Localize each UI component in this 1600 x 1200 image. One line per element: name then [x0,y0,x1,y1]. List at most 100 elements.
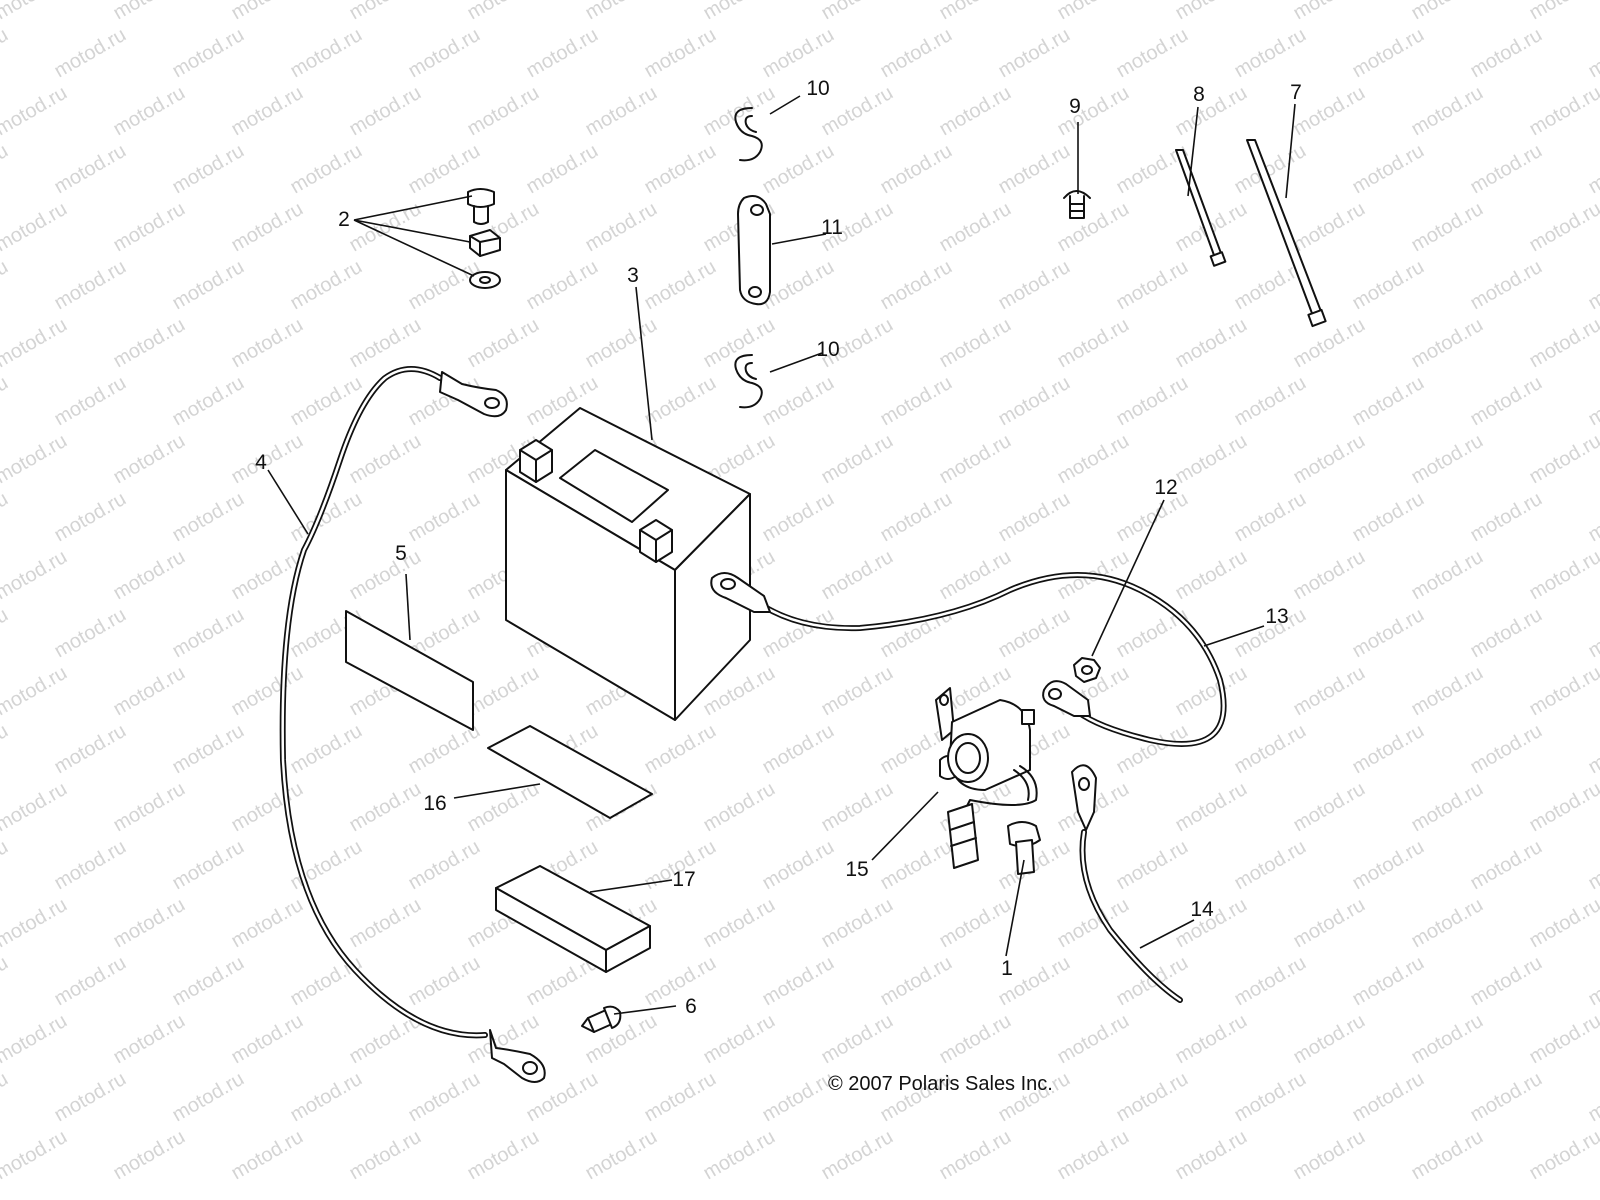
part-3-battery [505,407,751,721]
watermark-text: motod.ru [1290,662,1369,721]
watermark-text: motod.ru [641,1068,720,1127]
watermark-text: motod.ru [1290,430,1369,489]
watermark-text: motod.ru [818,0,897,24]
watermark-text: motod.ru [641,256,720,315]
watermark-text: motod.ru [1172,0,1251,24]
watermark-text: motod.ru [1467,372,1546,431]
watermark-text: motod.ru [0,372,12,431]
watermark-text: motod.ru [1113,140,1192,199]
watermark-text: motod.ru [464,662,543,721]
watermark-text: motod.ru [228,1010,307,1069]
watermark-text: motod.ru [818,894,897,953]
watermark-text: motod.ru [228,662,307,721]
watermark-text: motod.ru [228,198,307,257]
watermark-text: motod.ru [1467,952,1546,1011]
watermark-text: motod.ru [1113,372,1192,431]
watermark-text: motod.ru [995,256,1074,315]
copyright-notice: © 2007 Polaris Sales Inc. [828,1073,1053,1095]
watermark-text: motod.ru [405,1068,484,1127]
watermark-text: motod.ru [877,140,956,199]
watermark-text: motod.ru [641,372,720,431]
watermark-text: motod.ru [1172,1126,1251,1185]
watermark-text: motod.ru [1113,604,1192,663]
watermark-text: motod.ru [228,430,307,489]
part-9-push-clip [1063,190,1091,219]
watermark-text: motod.ru [582,198,661,257]
watermark-text: motod.ru [818,546,897,605]
watermark-text: motod.ru [405,488,484,547]
watermark-text: motod.ru [169,372,248,431]
watermark-text: motod.ru [1113,1068,1192,1127]
part-16-label [487,725,653,819]
watermark-text: motod.ru [1290,894,1369,953]
watermark-text: motod.ru [405,836,484,895]
watermark-text: motod.ru [1526,662,1600,721]
watermark-text: motod.ru [877,488,956,547]
watermark-text: motod.ru [1113,256,1192,315]
watermark-text: motod.ru [877,256,956,315]
watermark-text: motod.ru [405,24,484,83]
watermark-text: motod.ru [169,604,248,663]
watermark-text: motod.ru [0,488,12,547]
watermark-text: motod.ru [287,952,366,1011]
watermark-text: motod.ru [759,952,838,1011]
watermark-text: motod.ru [0,604,12,663]
watermark-text: motod.ru [0,1068,12,1127]
watermark-text: motod.ru [346,894,425,953]
watermark-text: motod.ru [1054,82,1133,141]
watermark-text: motod.ru [877,952,956,1011]
watermark-text: motod.ru [995,604,1074,663]
part-4-cable [279,366,546,1083]
watermark-text: motod.ru [1585,488,1600,547]
watermark-text: motod.ru [1467,24,1546,83]
watermark-text: motod.ru [110,778,189,837]
watermark-text: motod.ru [110,1126,189,1185]
part-10-hook-upper [734,107,763,162]
watermark-text: motod.ru [1585,140,1600,199]
watermark-text: motod.ru [818,430,897,489]
watermark-text: motod.ru [1054,1010,1133,1069]
callout-2: 2 [338,208,350,231]
watermark-text: motod.ru [51,488,130,547]
watermark-text: motod.ru [346,430,425,489]
watermark-text: motod.ru [1585,256,1600,315]
watermark-text: motod.ru [1408,0,1487,24]
watermark-text: motod.ru [995,140,1074,199]
watermark-text: motod.ru [346,82,425,141]
watermark-text: motod.ru [523,256,602,315]
watermark-text: motod.ru [1585,952,1600,1011]
watermark-text: motod.ru [1526,314,1600,373]
callout-10-lower: 10 [816,338,839,361]
callout-14: 14 [1190,898,1214,921]
watermark-text: motod.ru [523,140,602,199]
watermark-text: motod.ru [759,488,838,547]
part-14-cable [1071,764,1183,1003]
watermark-text: motod.ru [700,0,779,24]
watermark-text: motod.ru [1585,372,1600,431]
watermark-text: motod.ru [0,256,12,315]
watermark-text: motod.ru [287,256,366,315]
watermark-text: motod.ru [110,894,189,953]
watermark-text: motod.ru [582,82,661,141]
watermark-text: motod.ru [228,778,307,837]
watermark-text: motod.ru [582,0,661,24]
watermark-text: motod.ru [1467,140,1546,199]
callout-12: 12 [1154,476,1177,499]
watermark-text: motod.ru [1290,0,1369,24]
watermark-text: motod.ru [287,140,366,199]
watermark-text: motod.ru [464,82,543,141]
watermark-text: motod.ru [700,1126,779,1185]
watermark-text: motod.ru [1113,720,1192,779]
watermark-text: motod.ru [1585,720,1600,779]
watermark-text: motod.ru [1349,140,1428,199]
watermark-text: motod.ru [936,894,1015,953]
watermark-text: motod.ru [169,24,248,83]
watermark-text: motod.ru [0,720,12,779]
watermark-text: motod.ru [0,894,71,953]
part-8-tie-strap-short [1175,149,1227,267]
watermark-text: motod.ru [110,662,189,721]
watermark-text: motod.ru [582,314,661,373]
watermark-text: motod.ru [346,546,425,605]
watermark-text: motod.ru [110,0,189,24]
